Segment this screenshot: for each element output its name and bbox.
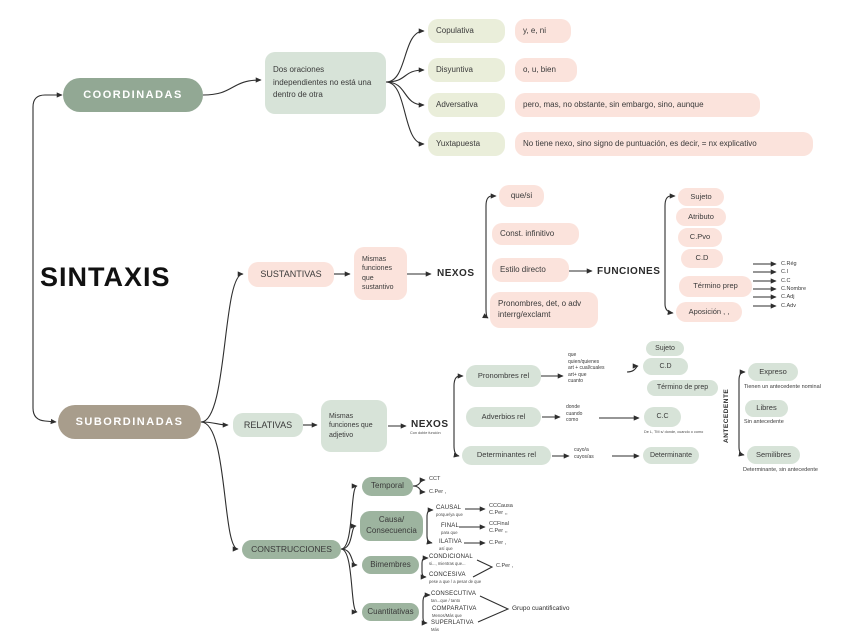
rel-funcion-determinante: Determinante [643, 447, 699, 464]
type-copulativa: Copulativa [428, 19, 505, 43]
sustantivas-note: Mismas funciones que sustantivo [354, 247, 407, 300]
node-construcciones: CONSTRUCCIONES [242, 540, 341, 559]
rel-funcion-cc: C.C [644, 407, 681, 427]
nexos-yuxtapuesta: No tiene nexo, sino signo de puntuación,… [515, 132, 813, 156]
page-title: SINTAXIS [40, 262, 171, 292]
rel-pronombres-examples: que quien/quienes art + cual/cuales art+… [568, 352, 605, 384]
cuant-comparativa-nexos: Menos/Más que [432, 613, 462, 618]
antecedente-semilibres: Semilibres [747, 446, 800, 464]
bimembres-result: C.Per , [496, 563, 514, 569]
rel-funcion-sujeto: Sujeto [646, 341, 684, 356]
antecedente-libres-desc: Sin antecedente [744, 419, 784, 425]
sust-nexo-estilo-directo: Estilo directo [492, 258, 569, 282]
causa-causal-result: CCCausa C.Per ,, [489, 503, 513, 516]
nexos-disyuntiva: o, u, bien [515, 58, 577, 82]
funcion-sujeto: Sujeto [678, 188, 724, 206]
funcion-cpvo: C.Pvo [678, 228, 722, 247]
termino-sub-cadv: C.Adv [781, 303, 796, 309]
cuant-comparativa: COMPARATIVA [432, 606, 477, 612]
cuant-superlativa: SUPERLATIVA [431, 620, 474, 626]
termino-sub-cnombre: C.Nombre [781, 286, 807, 292]
rel-funcion-termino: Término de prep [647, 380, 718, 396]
cuant-result: Grupo cuantificativo [512, 605, 570, 612]
constr-cuantitativas: Cuantitativas [362, 603, 419, 621]
node-coordinadas: COORDINADAS [63, 78, 203, 112]
constr-temporal: Temporal [362, 477, 413, 496]
node-relativas: RELATIVAS [233, 413, 303, 437]
bimembres-concesiva: CONCESIVA [429, 572, 466, 578]
rel-determinantes-examples: cuyo/a cuyos/as [574, 447, 594, 460]
bimembres-condicional: CONDICIONAL [429, 554, 473, 560]
cuant-consecutiva-nexos: tan...que / tanto [431, 598, 461, 603]
sustantivas-nexos-title: NEXOS [437, 268, 475, 279]
type-yuxtapuesta: Yuxtapuesta [428, 132, 505, 156]
cuant-consecutiva: CONSECUTIVA [431, 591, 477, 597]
antecedente-libres: Libres [745, 400, 788, 417]
rel-adverbios-examples: donde cuando como [566, 404, 583, 423]
bimembres-condicional-nexos: si..., mientras que... [429, 561, 466, 566]
bimembres-concesiva-nexos: pese a que / a pesar de que [429, 579, 482, 584]
nexos-adversativa: pero, mas, no obstante, sin embargo, sin… [515, 93, 760, 117]
antecedente-expreso: Expreso [748, 363, 798, 381]
antecedente-title: ANTECEDENTE [723, 388, 730, 443]
funcion-aposicion: Aposición , , [676, 302, 742, 322]
causa-ilativa-nexos: así que [439, 546, 453, 551]
constr-bimembres: Bimembres [362, 556, 419, 574]
sust-nexo-pronombres: Pronombres, det, o adv interrg/exclamt [490, 292, 598, 328]
funcion-cd: C.D [681, 249, 723, 268]
type-disyuntiva: Disyuntiva [428, 58, 505, 82]
causa-final-result: CCFinal C.Per ,, [489, 521, 509, 534]
antecedente-semilibres-desc: Determinante, sin antecedente [743, 467, 818, 473]
coordinadas-definition: Dos oraciones independientes no está una… [265, 52, 386, 114]
temporal-result-cct: CCT [429, 476, 441, 482]
nexos-copulativa: y, e, ni [515, 19, 571, 43]
funcion-termino-prep: Término prep [679, 276, 752, 297]
causa-final: FINAL [441, 523, 460, 529]
temporal-result-cper: C.Per , [429, 489, 447, 495]
causa-ilativa: ILATIVA [439, 539, 462, 545]
termino-sub-cc: C.C [781, 278, 791, 284]
sust-nexo-que-si: que/si [499, 185, 544, 207]
causa-causal-nexos: porque/ya que [436, 512, 463, 517]
relativas-nexos-note: Con doble función [410, 431, 441, 435]
sust-nexo-infinitivo: Const. infinitivo [492, 223, 579, 245]
node-subordinadas: SUBORDINADAS [58, 405, 201, 439]
causa-causal: CAUSAL [436, 505, 462, 511]
termino-sub-creg: C.Rég [781, 261, 797, 267]
cuant-superlativa-nexos: Más [431, 627, 439, 632]
funcion-atributo: Atributo [676, 208, 726, 226]
rel-adverbios: Adverbios rel [466, 407, 541, 427]
node-sustantivas: SUSTANTIVAS [248, 262, 334, 287]
rel-cc-note: De L, TM s/ donde, cuando o como [644, 430, 704, 434]
type-adversativa: Adversativa [428, 93, 505, 117]
rel-funcion-cd: C.D [643, 358, 688, 375]
funciones-title: FUNCIONES [597, 266, 661, 277]
termino-sub-cadj: C.Adj [781, 294, 795, 300]
relativas-nexos-title: NEXOS [411, 419, 449, 430]
relativas-note: Mismas funciones que adjetivo [321, 400, 387, 452]
causa-final-nexos: para que [441, 530, 458, 535]
termino-sub-ci: C.I [781, 269, 789, 275]
rel-pronombres: Pronombres rel [466, 365, 541, 387]
causa-ilativa-result: C.Per , [489, 540, 507, 546]
rel-determinantes: Determinantes rel [462, 446, 551, 465]
constr-causa: Causa/ Consecuencia [360, 511, 423, 541]
antecedente-expreso-desc: Tienen un antecedente nominal [744, 384, 821, 390]
